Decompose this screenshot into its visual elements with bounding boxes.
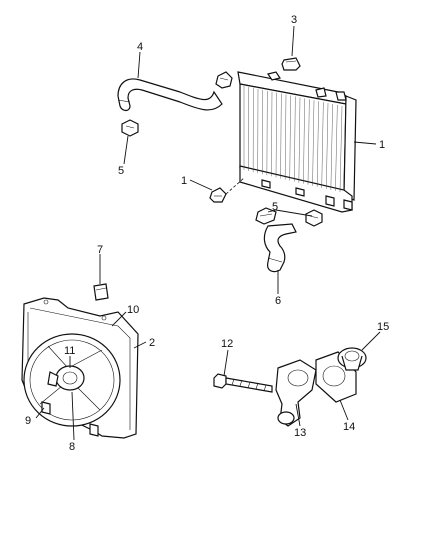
callout-2-fan-shroud: 2	[149, 337, 155, 349]
fin-line	[307, 99, 310, 185]
radiator-cap	[281, 57, 301, 71]
fin-line	[275, 92, 277, 178]
callout-15-thermostat: 15	[377, 321, 389, 333]
callout-6-lower-hose: 6	[275, 295, 281, 307]
housing-bolt	[213, 373, 273, 393]
radiator-fins	[243, 86, 343, 193]
upper-radiator-hose	[117, 78, 223, 112]
callout-7-connector: 7	[97, 244, 103, 256]
fan-shroud	[21, 297, 139, 439]
callout-9: 9	[25, 415, 31, 427]
fin-line	[284, 94, 287, 180]
fin-line	[339, 105, 343, 193]
callout-4-upper-hose: 4	[137, 41, 143, 53]
fin-line	[312, 100, 315, 186]
callout-8: 8	[69, 441, 75, 453]
fin-line	[280, 93, 282, 179]
hose-clamp-lower	[255, 207, 277, 225]
hose-clamp-lower-right	[305, 209, 323, 227]
fin-line	[289, 95, 291, 181]
fin-line	[294, 96, 296, 182]
callout-5-upper-clamp: 5	[118, 165, 124, 177]
fin-line	[335, 105, 338, 191]
upper-hose-clamp	[215, 71, 233, 89]
callout-13-housing: 13	[294, 427, 306, 439]
callout-5-lower-clamp: 5	[272, 201, 278, 213]
callout-14-gasket: 14	[343, 421, 355, 433]
callout-3-radiator-cap: 3	[291, 14, 297, 26]
radiator	[225, 71, 357, 213]
callout-11-fan-motor: 11	[64, 345, 75, 357]
thermostat-housing	[275, 359, 317, 427]
callout-10: 10	[127, 304, 139, 316]
fin-line	[326, 103, 329, 189]
drain-plug	[209, 187, 227, 203]
fin-line	[321, 102, 324, 188]
fin-line	[316, 101, 319, 187]
fin-line	[303, 98, 305, 184]
fin-line	[330, 104, 333, 190]
callout-12-bolt: 12	[221, 338, 233, 350]
lower-radiator-hose	[263, 223, 297, 273]
thermostat	[337, 347, 367, 371]
hose-clamp-upper	[121, 119, 139, 137]
callout-1-radiator: 1	[379, 139, 385, 151]
leader-lines	[35, 25, 381, 441]
fin-line	[298, 97, 301, 183]
callout-1-drain-plug: 1	[181, 175, 187, 187]
fin-line	[271, 91, 273, 177]
fan-connector	[93, 283, 109, 301]
